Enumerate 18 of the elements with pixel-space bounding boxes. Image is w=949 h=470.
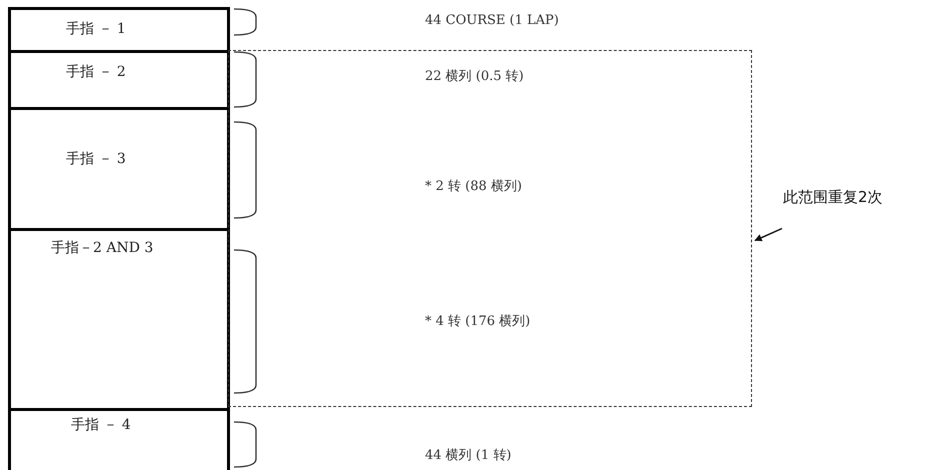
dashed-region-box xyxy=(228,50,752,407)
side-caption: 22 横列 (0.5 转) xyxy=(425,68,524,85)
finger-box xyxy=(8,408,230,470)
note-text: 此范围重复2次 xyxy=(783,188,883,207)
box-label: 手指 － 3 xyxy=(66,150,126,168)
arrow xyxy=(754,228,782,242)
side-caption: * 4 转 (176 横列) xyxy=(425,313,530,330)
side-caption: * 2 转 (88 横列) xyxy=(425,178,522,195)
box-label: 手指－2 AND 3 xyxy=(51,239,154,257)
box-label: 手指 － 1 xyxy=(66,20,126,38)
side-caption: 44 横列 (1 转) xyxy=(425,447,512,464)
finger-box xyxy=(8,228,230,411)
box-label: 手指 － 4 xyxy=(71,416,131,434)
finger-box xyxy=(8,7,230,53)
box-label: 手指 － 2 xyxy=(66,63,126,81)
finger-box xyxy=(8,107,230,231)
side-caption: 44 COURSE (1 LAP) xyxy=(425,13,559,28)
finger-box xyxy=(8,50,230,110)
